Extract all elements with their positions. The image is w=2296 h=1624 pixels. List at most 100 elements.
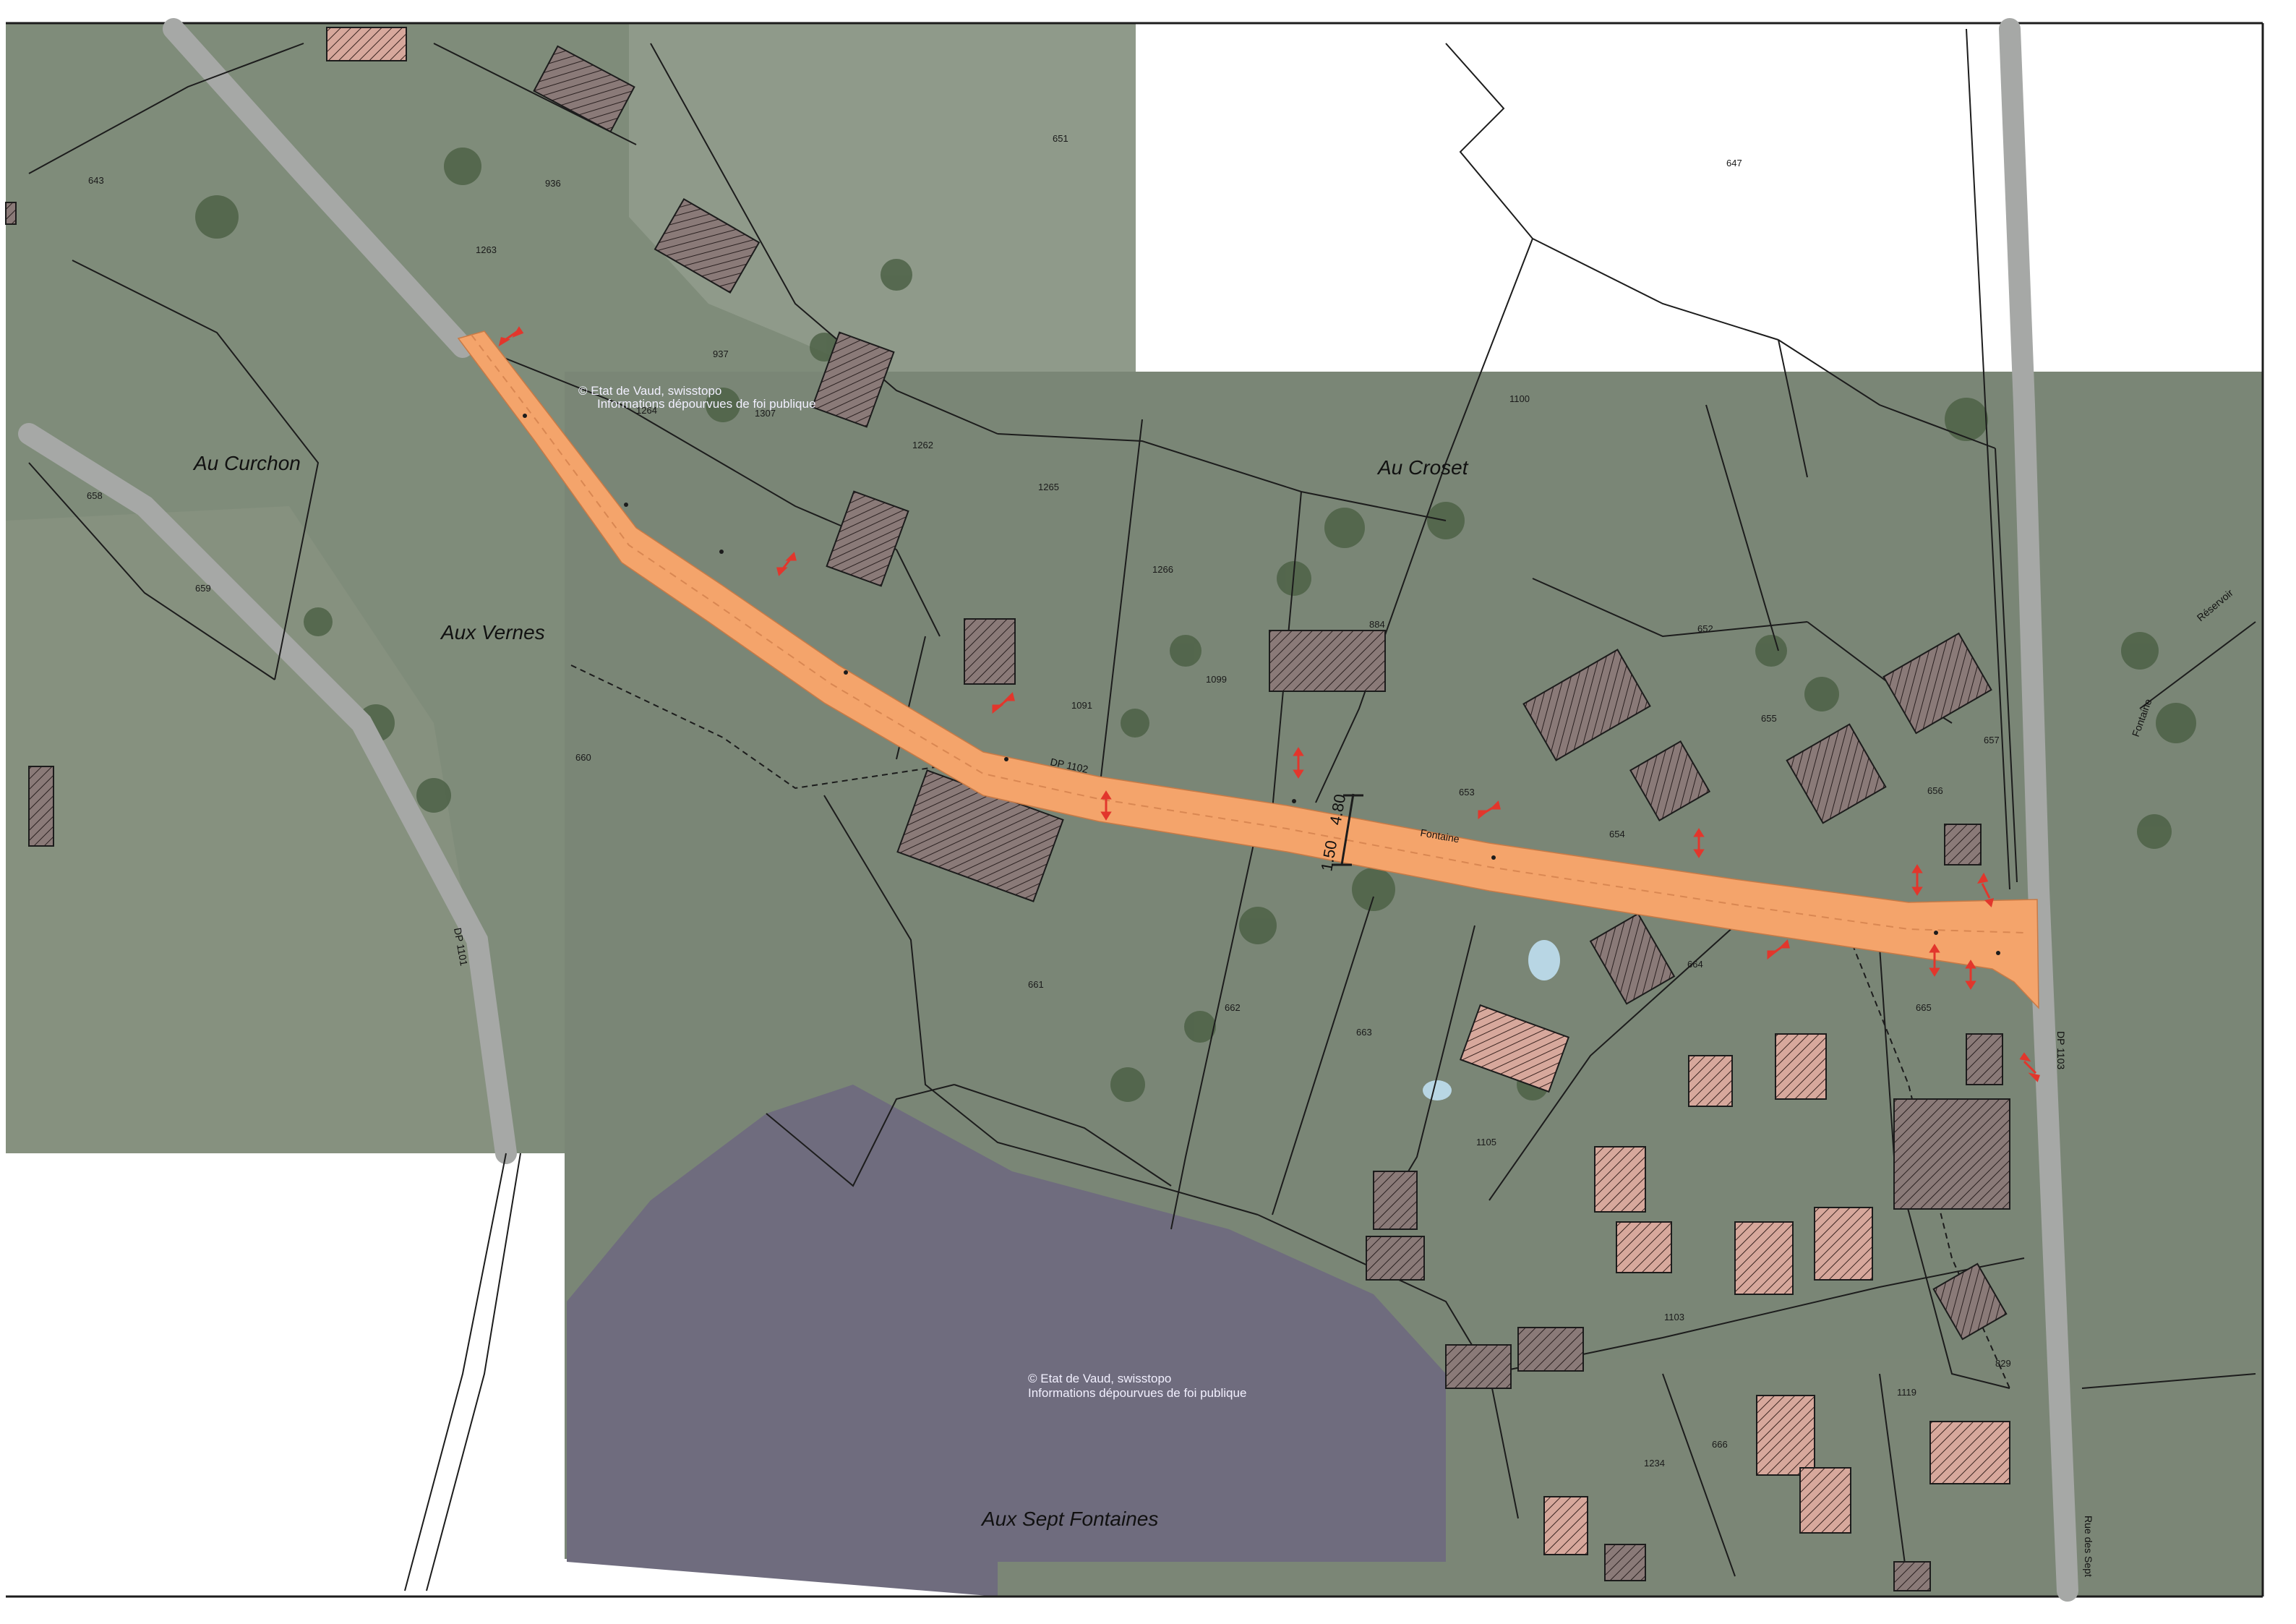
building [28,766,54,847]
building [1629,740,1711,822]
svg-text:664: 664 [1687,959,1703,970]
svg-text:653: 653 [1459,787,1475,798]
building [1893,1098,2010,1210]
building [964,618,1016,685]
building [1966,1033,2003,1085]
parcel-numbers: 643 651 647 936 1263 937 1264 1307 1262 … [87,133,2011,1469]
building [1459,1004,1570,1093]
svg-text:656: 656 [1927,785,1943,796]
building [1373,1171,1418,1230]
building [826,490,909,587]
dimension-marker [1332,793,1363,866]
dashed-boundary [570,664,2010,1389]
arrow-icon [1965,960,1976,990]
road-vertices [523,414,2000,955]
crop-field [567,1085,1446,1597]
existing-roads [18,18,2078,1602]
arrow-icon [1976,872,1995,907]
svg-text:936: 936 [545,178,561,189]
building [1269,630,1386,692]
building [1688,1055,1733,1107]
building [1522,649,1651,761]
svg-text:1099: 1099 [1206,674,1227,685]
svg-text:658: 658 [87,490,103,501]
svg-text:1100: 1100 [1509,393,1530,404]
arrow-icon [1693,828,1705,858]
svg-text:© Etat de Vaud, swisstopo: © Etat de Vaud, swisstopo [1028,1372,1171,1385]
svg-text:666: 666 [1712,1439,1728,1450]
building [1893,1561,1931,1591]
svg-text:665: 665 [1916,1002,1932,1013]
arrow-icon [498,326,524,347]
road-centerline [471,334,2025,933]
svg-text:© Etat de Vaud, swisstopo: © Etat de Vaud, swisstopo [578,384,721,398]
svg-text:Informations dépourvues de foi: Informations dépourvues de foi publique [597,397,815,411]
field-left [6,506,506,1153]
arrow-icon [1478,800,1501,820]
svg-text:937: 937 [713,349,729,359]
svg-text:655: 655 [1761,713,1777,724]
svg-text:1262: 1262 [912,440,933,450]
building [1799,1467,1851,1534]
place-name-aux-sept-fontaines: Aux Sept Fontaines [980,1508,1158,1530]
road-project-dp-1102 [457,330,2039,1009]
building [1604,1544,1646,1581]
arrow-icon [1911,864,1923,896]
svg-text:1103: 1103 [1664,1312,1684,1322]
svg-text:Informations dépourvues de foi: Informations dépourvues de foi publique [1028,1386,1246,1400]
buildings [5,27,2010,1591]
building [1932,1262,2008,1341]
arrow-icon [1767,939,1790,960]
place-name-au-curchon: Au Curchon [192,452,301,474]
swimming-pool [1528,940,1560,980]
arrow-icon [1929,944,1940,977]
building [326,27,407,61]
building [1775,1033,1827,1100]
svg-text:884: 884 [1369,619,1385,630]
building [1944,824,1982,866]
place-name-aux-vernes: Aux Vernes [440,621,545,644]
svg-text:657: 657 [1984,735,2000,745]
arrow-icon [776,552,797,576]
swimming-pool-2 [1423,1080,1452,1101]
building [533,45,635,133]
frame [6,22,2264,1598]
svg-text:1307: 1307 [755,408,776,419]
svg-text:647: 647 [1726,158,1742,168]
copyright-2: © Etat de Vaud, swisstopo Informations d… [1028,1372,1246,1400]
svg-text:1234: 1234 [1644,1458,1665,1469]
building [1786,723,1887,824]
svg-text:1264: 1264 [636,405,657,416]
road-label-dp-1103: DP 1103 [2055,1031,2067,1069]
copyright-1: © Etat de Vaud, swisstopo Informations d… [578,384,815,411]
building [1929,1421,2010,1484]
arrow-icon [1100,790,1112,821]
building [1517,1327,1584,1372]
building [1445,1344,1512,1389]
building [654,197,761,294]
building [1734,1221,1794,1295]
field-top [629,23,1136,372]
arrow-icon [1293,747,1304,779]
svg-text:663: 663 [1356,1027,1372,1038]
place-name-au-croset: Au Croset [1376,456,1469,479]
svg-text:1119: 1119 [1897,1387,1916,1398]
arrow-icon [2019,1052,2040,1082]
svg-text:662: 662 [1225,1002,1241,1013]
arrow-icon [992,692,1015,714]
access-arrows [498,326,2040,1082]
building [1594,1146,1646,1213]
building [1814,1207,1873,1281]
svg-text:652: 652 [1697,623,1713,634]
svg-text:1105: 1105 [1476,1137,1496,1148]
svg-text:1266: 1266 [1152,564,1173,575]
building [1366,1236,1425,1281]
building [5,202,17,225]
building [1589,913,1676,1005]
svg-text:661: 661 [1028,979,1044,990]
svg-text:651: 651 [1053,133,1068,144]
building [1882,632,1992,735]
svg-text:829: 829 [1995,1358,2011,1369]
svg-text:643: 643 [88,175,104,186]
